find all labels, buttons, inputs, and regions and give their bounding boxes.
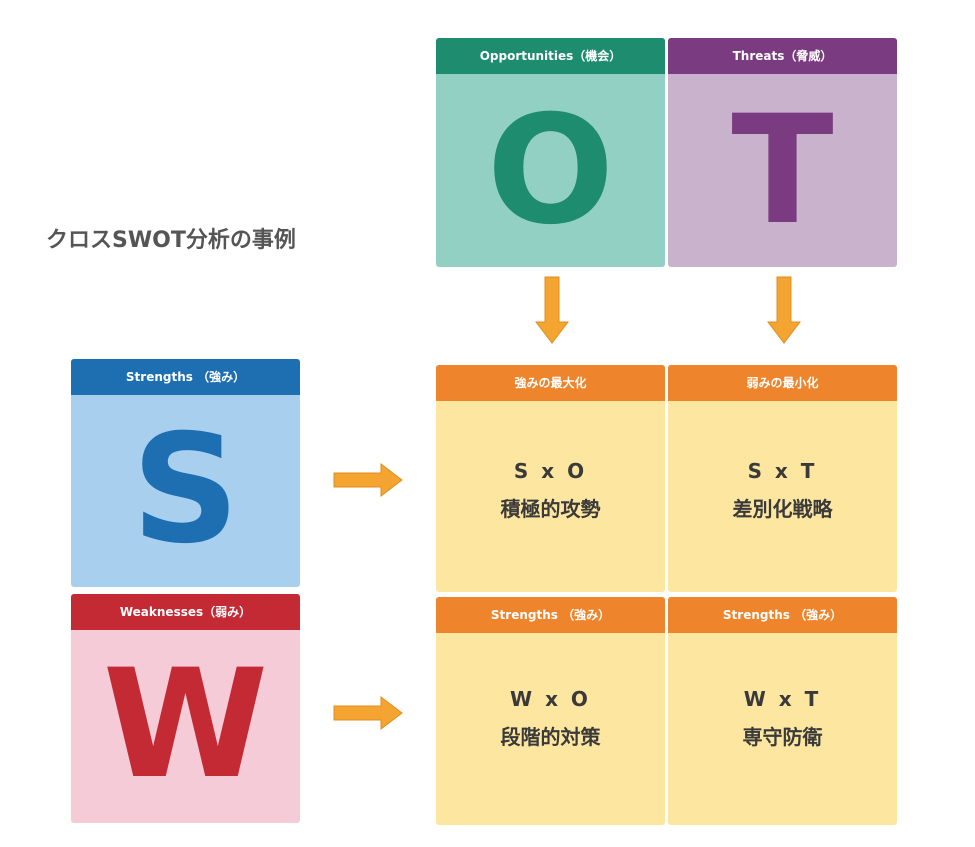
strengths-card: Strengths （強み） S <box>71 359 300 587</box>
wt-code: W x T <box>743 687 822 711</box>
so-code: S x O <box>513 459 588 483</box>
opportunities-letter: O <box>486 84 615 258</box>
arrow-right-icon <box>333 696 403 730</box>
wo-code: W x O <box>510 687 591 711</box>
weaknesses-card: Weaknesses（弱み） W <box>71 594 300 823</box>
opportunities-card: Opportunities（機会） O <box>436 38 665 267</box>
threats-card: Threats（脅威） T <box>668 38 897 267</box>
arrow-right-icon <box>333 463 403 497</box>
threats-letter: T <box>731 84 834 258</box>
so-cell: 強みの最大化 S x O 積極的攻勢 <box>436 365 665 592</box>
wo-cell: Strengths （強み） W x O 段階的対策 <box>436 597 665 825</box>
arrow-down-icon <box>767 276 801 344</box>
opportunities-header: Opportunities（機会） <box>436 38 665 74</box>
so-strategy: 積極的攻勢 <box>500 497 601 521</box>
wo-header: Strengths （強み） <box>436 597 665 633</box>
st-strategy: 差別化戦略 <box>732 497 833 521</box>
wt-strategy: 専守防衛 <box>742 725 823 749</box>
st-cell: 弱みの最小化 S x T 差別化戦略 <box>668 365 897 592</box>
strengths-header: Strengths （強み） <box>71 359 300 395</box>
wo-strategy: 段階的対策 <box>500 725 601 749</box>
diagram-title: クロスSWOT分析の事例 <box>46 228 296 253</box>
st-header: 弱みの最小化 <box>668 365 897 401</box>
st-code: S x T <box>747 459 818 483</box>
threats-header: Threats（脅威） <box>668 38 897 74</box>
wt-header: Strengths （強み） <box>668 597 897 633</box>
weaknesses-letter: W <box>102 638 269 812</box>
so-header: 強みの最大化 <box>436 365 665 401</box>
arrow-down-icon <box>535 276 569 344</box>
strengths-letter: S <box>131 403 240 577</box>
wt-cell: Strengths （強み） W x T 専守防衛 <box>668 597 897 825</box>
weaknesses-header: Weaknesses（弱み） <box>71 594 300 630</box>
